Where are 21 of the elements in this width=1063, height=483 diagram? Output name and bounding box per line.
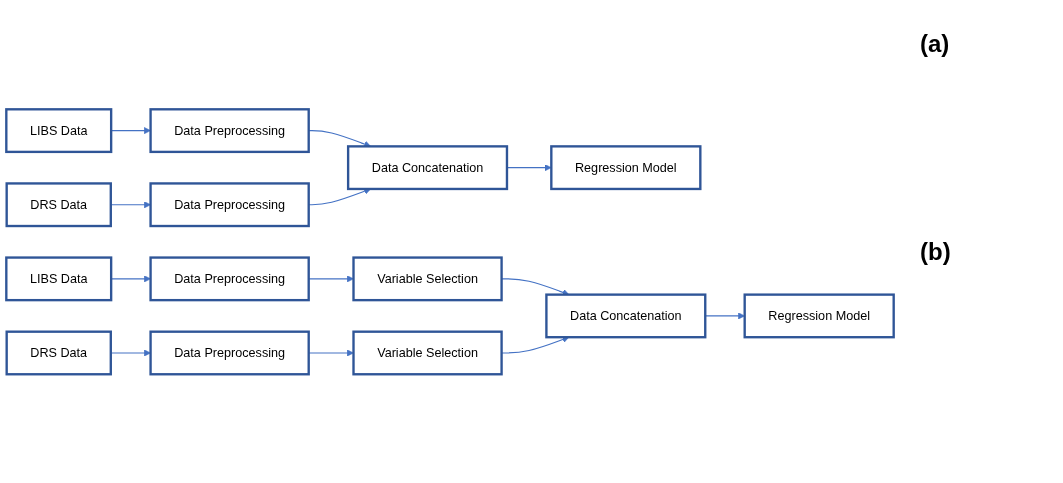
node-box: Regression Model — [550, 144, 702, 190]
panel-label: (a) — [920, 30, 951, 58]
arrow — [308, 349, 354, 357]
node-box: LIBS Data — [5, 256, 113, 302]
arrow — [110, 200, 151, 208]
node-box: LIBS Data — [5, 107, 113, 153]
node-box: Variable Selection — [352, 330, 503, 376]
node-box: DRS Data — [5, 330, 112, 376]
node-box: Variable Selection — [352, 256, 503, 302]
node-box: DRS Data — [5, 181, 112, 227]
node-box: Data Preprocessing — [149, 256, 310, 302]
node-box: Data Preprocessing — [149, 107, 310, 153]
node-box: Data Concatenation — [346, 144, 509, 190]
node-box: Regression Model — [743, 293, 895, 339]
arrow — [110, 349, 151, 357]
node-box: Data Preprocessing — [149, 181, 310, 227]
panel-label: (b) — [920, 238, 951, 266]
node-box: Data Concatenation — [545, 293, 707, 339]
arrow — [308, 275, 354, 282]
node-box: Data Preprocessing — [149, 330, 310, 376]
arrow — [506, 163, 552, 171]
